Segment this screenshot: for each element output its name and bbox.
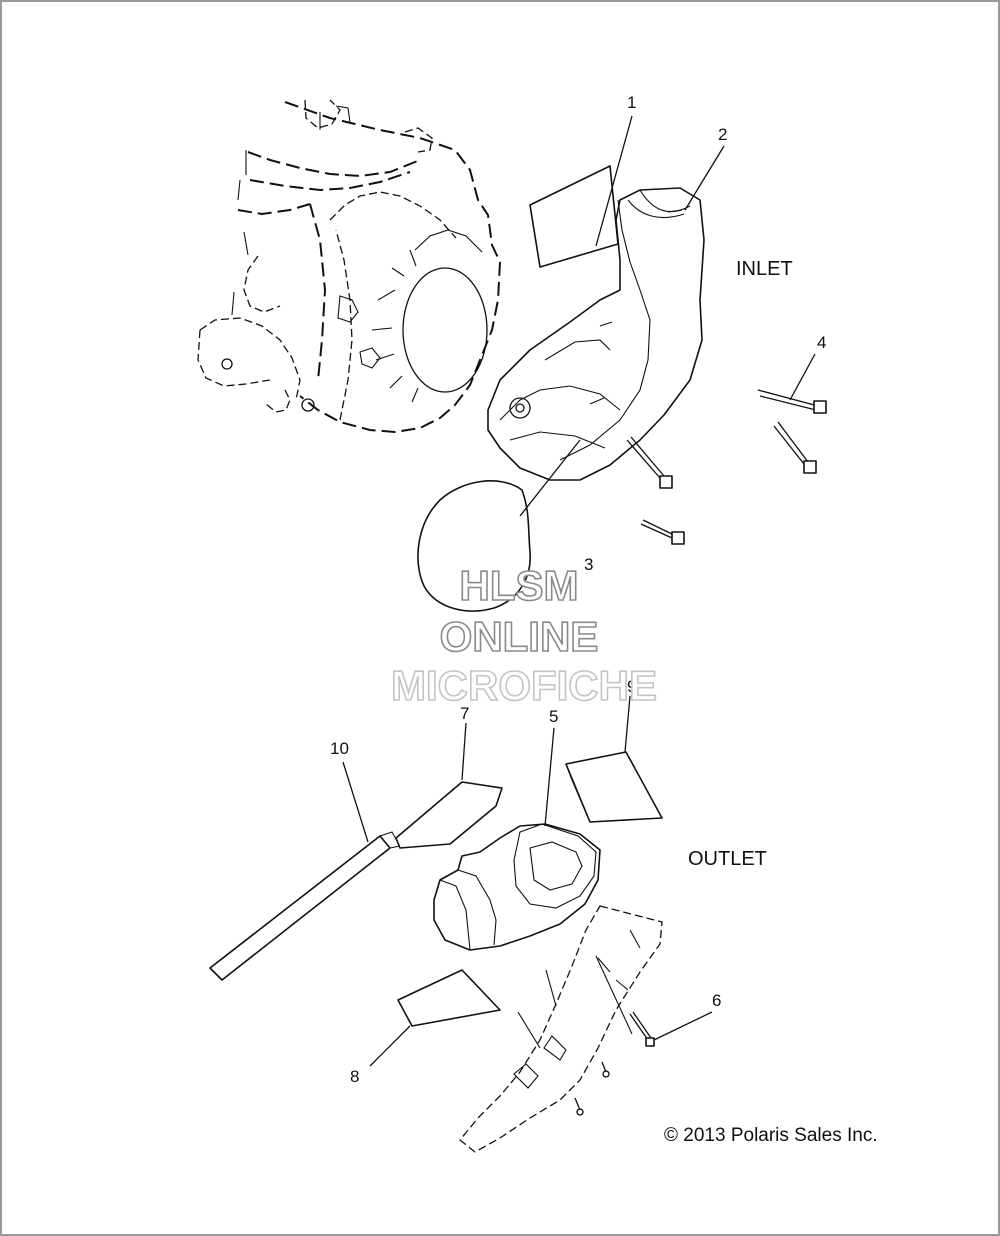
leader-line-1 (595, 115, 633, 247)
callout-3: 3 (584, 555, 593, 574)
leader-line-2 (684, 145, 725, 211)
copyright-notice: © 2013 Polaris Sales Inc. (664, 1125, 878, 1146)
callout-2: 2 (718, 125, 727, 144)
callout-4: 4 (817, 333, 826, 352)
part-5-outlet-duct (433, 823, 601, 951)
callout-10: 10 (330, 739, 349, 758)
callout-7: 7 (460, 704, 469, 723)
watermark-line-2: ONLINE (440, 613, 599, 660)
callout-9: 9 (627, 677, 636, 696)
callout-6: 6 (712, 991, 721, 1010)
inlet-label: INLET (736, 258, 793, 280)
leader-line-7 (461, 722, 467, 781)
leader-line-10 (342, 761, 369, 843)
engine-reference-outline (197, 99, 502, 434)
part-6-screw (629, 1011, 655, 1047)
leader-line-9 (624, 695, 631, 753)
callout-8: 8 (350, 1067, 359, 1086)
watermark-line-1: HLSM (460, 562, 579, 609)
leader-line-5 (544, 727, 555, 827)
leader-line-3 (519, 439, 581, 517)
callout-1: 1 (627, 93, 636, 112)
callout-5: 5 (549, 707, 558, 726)
part-7-pad (395, 781, 503, 849)
leader-line-8 (369, 1025, 411, 1067)
part-8-pad (397, 969, 501, 1027)
leader-line-4 (789, 353, 816, 401)
watermark-line-3: MICROFICHE (391, 662, 657, 709)
leader-line-6 (653, 1011, 713, 1041)
outlet-label: OUTLET (688, 848, 767, 870)
bracket-reference-outline (459, 905, 663, 1153)
part-3-seal (417, 480, 531, 612)
part-4-screws (626, 389, 827, 545)
part-9-pad (565, 751, 663, 823)
part-10-foam-strip (209, 835, 391, 981)
part-2-inlet-duct (487, 187, 705, 481)
